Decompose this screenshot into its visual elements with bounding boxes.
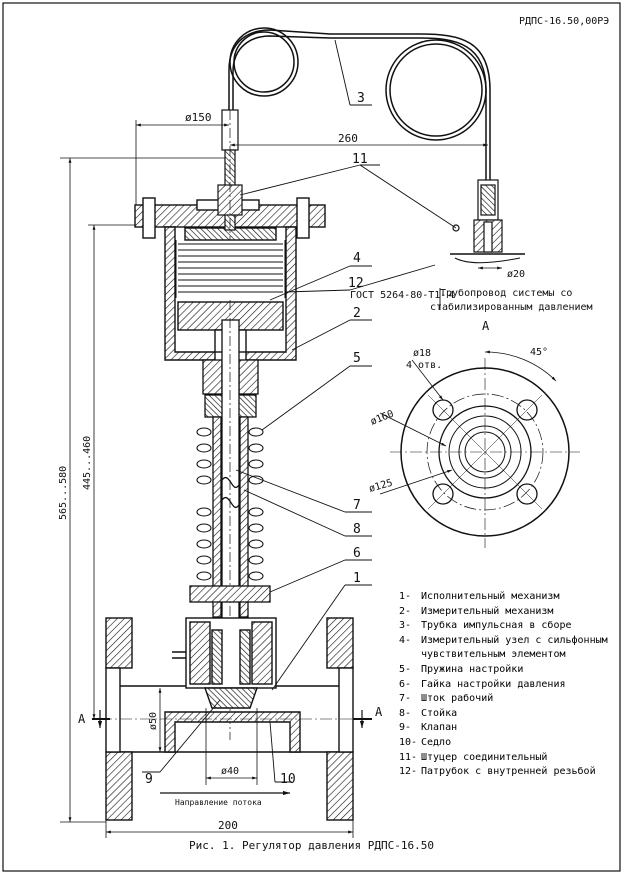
callout-4: 4: [353, 251, 361, 266]
dim-overall-height: 565...580: [58, 466, 69, 520]
callout-2: 2: [353, 306, 361, 321]
legend-item: 3-Трубка импульсная в сборе: [399, 620, 572, 632]
callout-9: 9: [145, 772, 153, 787]
dim-d50: ø50: [148, 712, 159, 730]
legend-item: 10-Седло: [399, 736, 452, 748]
dim-height-445: 445...460: [82, 436, 93, 490]
dim-d20: ø20: [507, 269, 525, 280]
callout-5: 5: [353, 351, 361, 366]
callout-7: 7: [353, 498, 361, 513]
leader-lines: [142, 39, 457, 783]
flow-direction: Направление потока: [175, 798, 262, 807]
legend-item: 6-Гайка настройки давления: [399, 678, 566, 690]
figure-caption: Рис. 1. Регулятор давления РДПС-16.50: [188, 839, 435, 852]
document-number: РДПС-16.50,00РЭ: [519, 16, 610, 27]
adjusting-nut: [189, 585, 271, 603]
legend-item: 1-Исполнительный механизм: [399, 591, 560, 602]
legend-item: 9-Клапан: [399, 722, 458, 734]
spring: [196, 427, 264, 581]
legend-item: 7-Шток рабочий: [399, 693, 494, 705]
section-a-left: А: [78, 712, 86, 726]
impulse-tube: [228, 27, 491, 180]
dim-d160: ø160: [369, 409, 395, 428]
dim-d125: ø125: [368, 478, 394, 495]
parts-legend: 1-Исполнительный механизм 2-Измерительны…: [399, 590, 614, 780]
legend-item: 11-Штуцер соединительный: [399, 751, 548, 763]
gost-weld: ГОСТ 5264-80-Т1-4: [350, 290, 454, 301]
holes-count: 4 отв.: [406, 360, 442, 371]
legend-item: 12-Патрубок с внутренней резьбой: [399, 766, 596, 778]
drawing-labels: ø150 260 ø20 ø40 200 ГОСТ 5264-80-Т1-4 Т…: [58, 91, 593, 832]
valve-body: [100, 617, 360, 821]
top-fitting: [217, 109, 243, 240]
section-a-right: А: [375, 705, 383, 719]
dim-260: 260: [338, 132, 358, 145]
callout-3: 3: [357, 91, 365, 106]
right-fitting: [450, 179, 525, 264]
callout-10: 10: [280, 772, 296, 787]
legend-item: 8-Стойка: [399, 707, 458, 719]
angle-45: 45°: [530, 347, 548, 358]
dimension-lines: [60, 120, 502, 838]
dim-d18: ø18: [413, 348, 431, 359]
dim-d150: ø150: [185, 111, 212, 124]
callout-12: 12: [348, 276, 364, 291]
pipeline-line2: стабилизированным давлением: [430, 301, 593, 313]
view-a-label: А: [482, 319, 490, 333]
callout-6: 6: [353, 546, 361, 561]
legend-item: 5-Пружина настройки: [399, 663, 524, 675]
callout-1: 1: [353, 571, 361, 586]
dim-d40: ø40: [221, 766, 239, 777]
view-a-flange: [379, 350, 580, 548]
callout-8: 8: [353, 522, 361, 537]
dim-200: 200: [218, 819, 238, 832]
legend-item: 2-Измерительный механизм: [399, 605, 554, 617]
pipeline-line1: Трубопровод системы со: [440, 287, 572, 299]
callout-11: 11: [352, 152, 368, 167]
